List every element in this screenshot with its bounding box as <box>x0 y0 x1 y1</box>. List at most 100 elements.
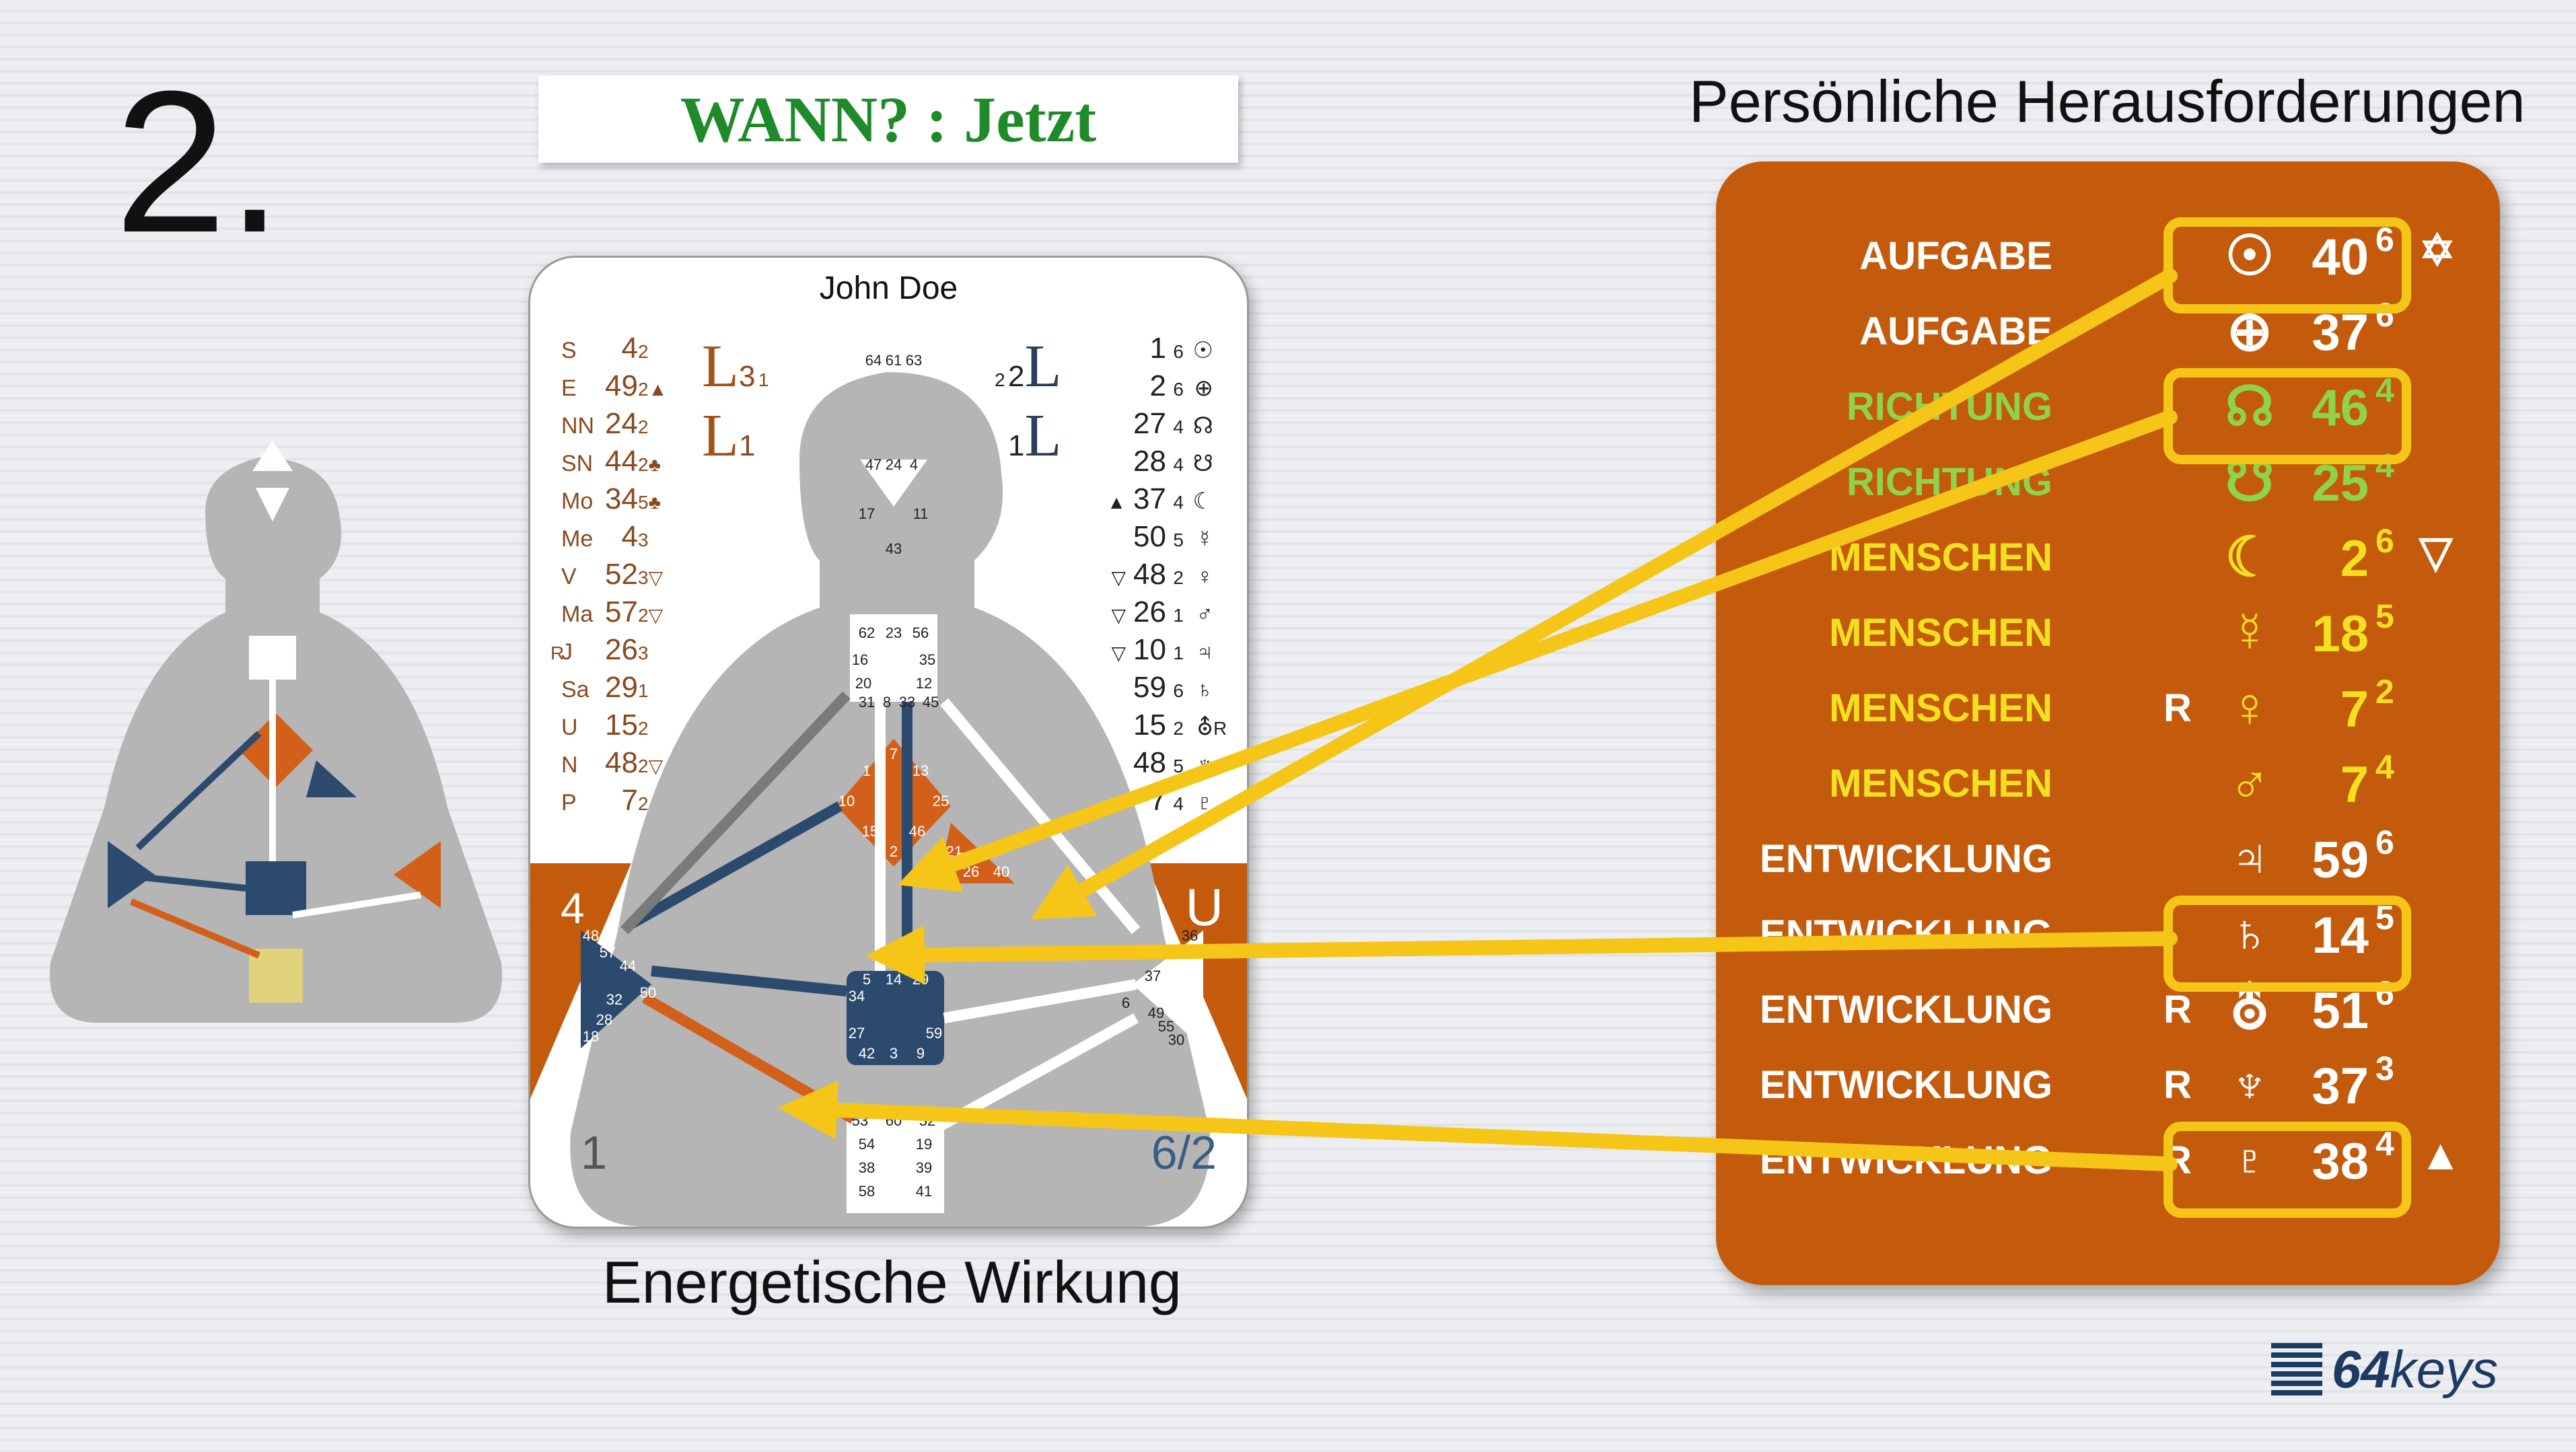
gate-number: 26 <box>605 633 638 666</box>
line-number: 2 <box>1173 567 1184 588</box>
mini-head <box>252 441 293 471</box>
line-number: 4 <box>1173 492 1184 513</box>
planet-label: Mo <box>561 488 594 514</box>
challenge-label: MENSCHEN <box>1829 762 2052 805</box>
gate-label: 53 <box>852 1112 868 1129</box>
line-number: 2 <box>638 718 649 739</box>
gate-label: 11 <box>913 505 929 522</box>
card-spleen-center <box>581 931 651 1048</box>
planet-label: Me <box>561 526 594 552</box>
challenge-label: ENTWICKLUNG <box>1760 1063 2052 1107</box>
fixing-icon: ▽ <box>1111 605 1126 626</box>
gate-label: 43 <box>886 540 902 557</box>
gate-label: 7 <box>890 746 898 762</box>
line-number: 4 <box>2375 748 2394 786</box>
planet-icon: ☉ <box>1192 338 1213 363</box>
mini-channel <box>135 731 262 850</box>
gate-number: 37 <box>1133 482 1166 515</box>
gate-label: 10 <box>838 793 855 809</box>
line-number: 2 <box>638 416 649 437</box>
gate-label: 23 <box>886 624 902 641</box>
gate-label: 60 <box>886 1112 902 1129</box>
line-number: 2 <box>638 454 649 475</box>
line-number: 2 <box>638 793 649 814</box>
gate-label: 39 <box>916 1159 932 1176</box>
corner-left-number: 4 <box>561 884 585 933</box>
gate-label: 49 <box>1148 1005 1164 1021</box>
gate-label: 62 <box>859 624 875 641</box>
planet-icon: ♆ <box>1196 752 1214 778</box>
planet-icon: ☉ <box>2225 225 2275 287</box>
card-channel <box>629 801 843 929</box>
card-name: John Doe <box>819 270 958 306</box>
gate-number: 26 <box>1133 595 1166 628</box>
gate-label: 32 <box>606 991 622 1008</box>
gate-number: 37 <box>2312 1058 2369 1115</box>
logo-text-bold: 64 <box>2332 1340 2390 1399</box>
planet-label: J <box>561 639 573 665</box>
line-number: 6 <box>1173 680 1184 701</box>
card-channel <box>943 979 1137 1023</box>
gate-label: 42 <box>859 1045 875 1062</box>
mini-channel <box>117 871 246 892</box>
title-text: WANN? : Jetzt <box>680 83 1097 155</box>
line-number: 6 <box>2375 221 2394 258</box>
gate-label: 40 <box>993 863 1009 880</box>
planet-icon: ☊ <box>2225 376 2275 437</box>
line-number: 2 <box>638 379 649 400</box>
gate-number: 44 <box>605 445 638 478</box>
gate-number: 7 <box>2340 756 2369 813</box>
gate-label: 13 <box>913 762 929 779</box>
fixing-icon: ▽ <box>1111 643 1126 663</box>
challenge-label: MENSCHEN <box>1829 686 2052 730</box>
gate-label: 26 <box>963 863 979 880</box>
gate-label: 31 <box>859 694 875 711</box>
l-line: 1 <box>758 369 769 390</box>
gate-label: 30 <box>1168 1031 1184 1048</box>
gate-number: 7 <box>1149 784 1166 817</box>
line-number: 4 <box>2375 371 2394 409</box>
gate-number: 10 <box>1133 633 1166 666</box>
planet-label: U <box>561 715 578 740</box>
gate-number: 59 <box>1133 671 1166 704</box>
personality-L-group: 2 2L 1L <box>995 332 1062 470</box>
fixing-icon: ♣ <box>648 454 661 475</box>
retrograde-marker: R <box>2163 1063 2192 1107</box>
gate-label: 59 <box>926 1025 942 1042</box>
step-number: 2. <box>114 48 283 275</box>
planet-icon: ♇ <box>1196 790 1214 815</box>
line-number: 6 <box>2375 974 2394 1012</box>
line-number: 5 <box>638 492 649 513</box>
mini-solar <box>394 841 441 908</box>
gate-label: 12 <box>916 675 932 692</box>
mini-channel <box>292 892 421 918</box>
planet-icon: ♃ <box>1196 639 1214 665</box>
planet-icon: ♃ <box>2229 828 2270 889</box>
gate-label: 5 <box>863 971 871 988</box>
gate-label: 3 <box>890 1045 898 1062</box>
planet-icon: ♄ <box>1196 677 1214 702</box>
gate-label: 25 <box>933 793 949 809</box>
gate-label: 22 <box>1168 944 1184 961</box>
planet-label: Ma <box>561 602 594 627</box>
challenge-label: RICHTUNG <box>1846 460 2052 504</box>
logo-text-rest: keys <box>2390 1340 2499 1399</box>
planet-label: V <box>561 564 577 589</box>
gate-label: 46 <box>909 823 925 840</box>
gate-label: 1 <box>863 762 871 779</box>
line-number: 2 <box>638 341 649 362</box>
planet-icon: ⛢ <box>1196 715 1213 740</box>
gate-label: 20 <box>855 675 871 692</box>
line-number: 3 <box>638 530 649 550</box>
